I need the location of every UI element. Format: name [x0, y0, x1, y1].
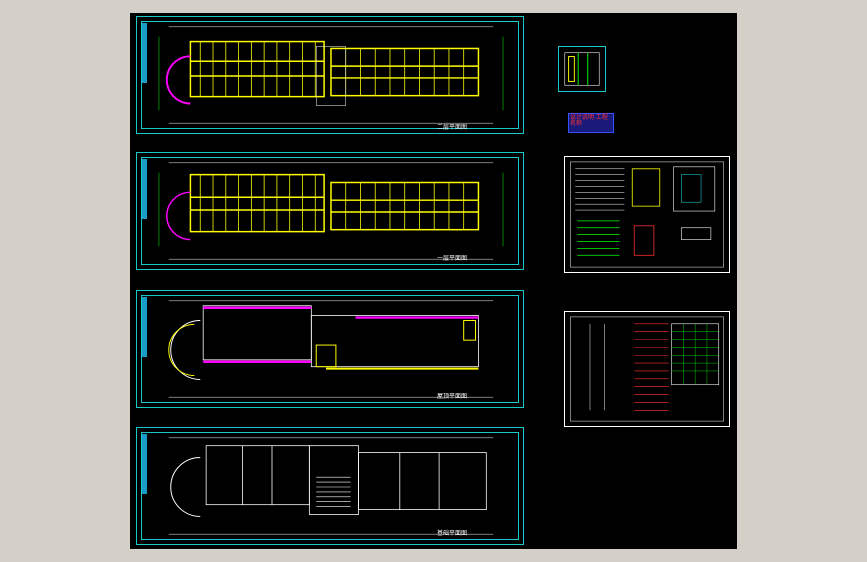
plan-title: 屋顶平面图 [437, 393, 468, 400]
plan-2-drawing [158, 162, 504, 260]
sheet-inner-frame [141, 157, 519, 265]
stair-detail-drawing [564, 52, 600, 86]
plan-1-drawing [158, 26, 504, 124]
title-block-strip [142, 23, 147, 83]
plan-sheet-2[interactable]: 一层平面图 [136, 152, 524, 270]
drawing-canvas[interactable]: 二层平面图 [130, 13, 737, 549]
plan-sheet-3[interactable]: 屋顶平面图 [136, 290, 524, 408]
plan-title: 基础平面图 [437, 530, 468, 537]
design-stamp: 设计说明 工程名称 [568, 113, 614, 133]
notes-drawing [570, 161, 724, 268]
plan-title: 二层平面图 [437, 124, 468, 131]
notes-sheet[interactable] [564, 156, 730, 273]
schedule-sheet[interactable] [564, 311, 730, 427]
sheet-inner-frame [141, 21, 519, 129]
sheet-inner-frame [141, 295, 519, 403]
plan-sheet-4[interactable]: 基础平面图 [136, 427, 524, 545]
schedule-drawing [570, 316, 724, 422]
plan-4-drawing [168, 437, 494, 535]
sheet-inner-frame [141, 432, 519, 540]
title-block-strip [142, 434, 147, 494]
stamp-text: 设计说明 工程名称 [570, 114, 608, 127]
title-block-strip [142, 159, 147, 219]
title-block-strip [142, 297, 147, 357]
plan-sheet-1[interactable]: 二层平面图 [136, 16, 524, 134]
plan-title: 一层平面图 [437, 255, 468, 262]
stair-detail-sheet[interactable] [558, 46, 606, 92]
plan-3-drawing [168, 300, 494, 398]
